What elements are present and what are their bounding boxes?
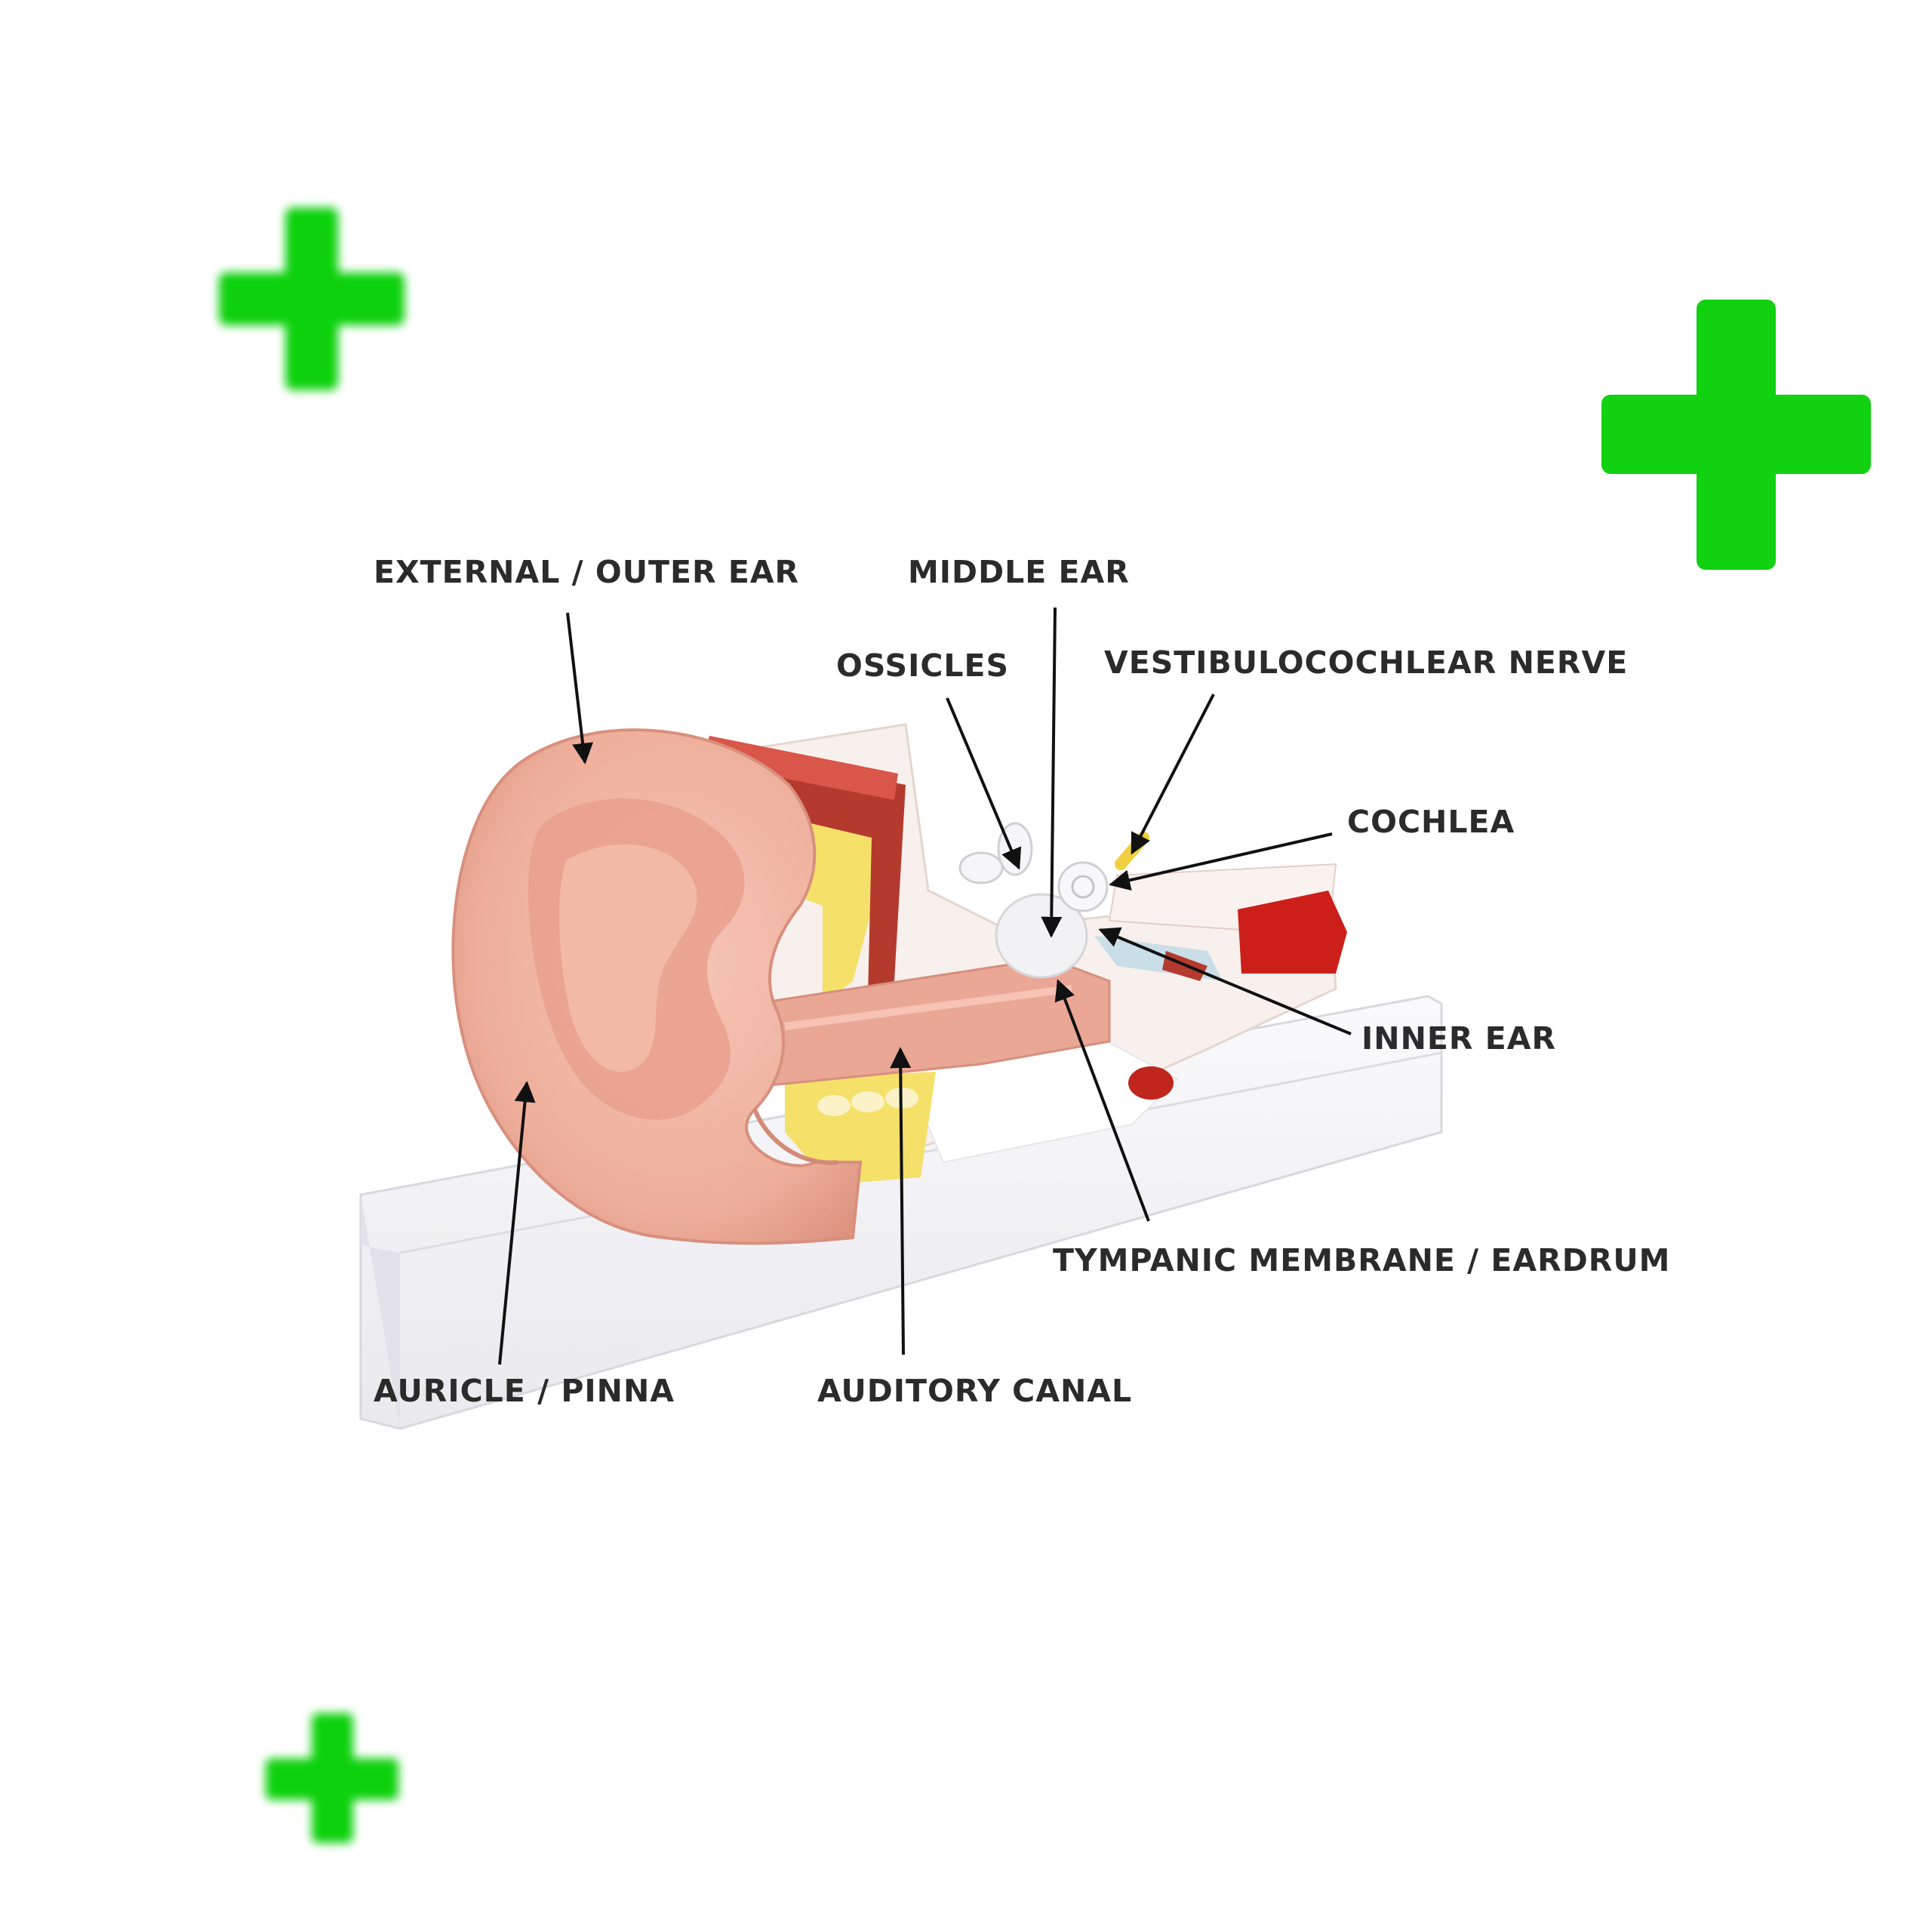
arrow-vestibulocochlear-nerve: [1132, 694, 1214, 853]
label-auricle-pinna: AURICLE / PINNA: [374, 1376, 675, 1407]
label-ossicles: OSSICLES: [836, 651, 1009, 681]
label-vestibulocochlear-nerve: VESTIBULOCOCHLEAR NERVE: [1104, 648, 1628, 678]
plus-icon-top-left: [219, 208, 405, 390]
label-inner-ear: INNER EAR: [1361, 1023, 1556, 1054]
plus-icon-bottom-left: [266, 1713, 398, 1843]
label-tympanic-membrane: TYMPANIC MEMBRANE / EARDRUM: [1053, 1245, 1670, 1276]
arrow-ossicles: [947, 698, 1019, 868]
label-cochlea: COCHLEA: [1347, 807, 1515, 838]
label-middle-ear: MIDDLE EAR: [908, 557, 1130, 588]
label-external-outer-ear: EXTERNAL / OUTER EAR: [374, 557, 799, 588]
plus-icon-right: [1601, 300, 1871, 570]
label-auditory-canal: AUDITORY CANAL: [817, 1376, 1132, 1407]
arrow-middle-ear: [1051, 608, 1055, 936]
